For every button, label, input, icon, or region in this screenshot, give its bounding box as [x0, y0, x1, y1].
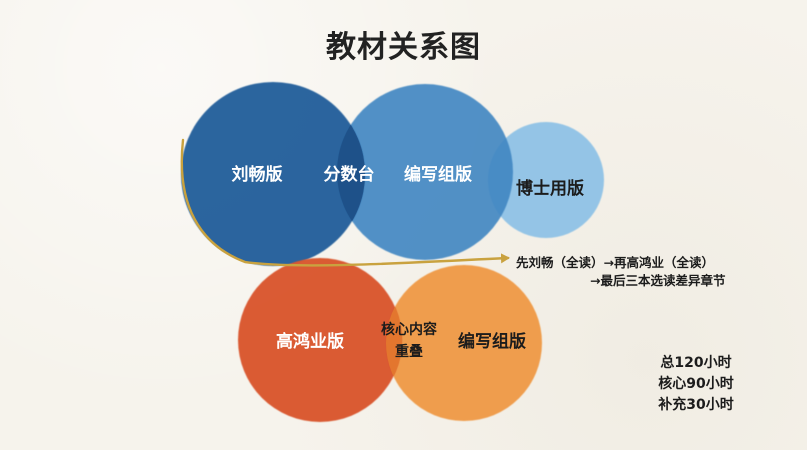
circle-liu [181, 82, 365, 266]
label-overlap-top: 分数台 [324, 164, 375, 185]
hours-summary: 总120小时 核心90小时 补充30小时 [650, 353, 742, 416]
diagram-title: 教材关系图 [326, 30, 481, 65]
label-overlap-bottom-line1: 核心内容 [381, 321, 437, 338]
hours-total: 总120小时 [660, 355, 732, 371]
label-bianxie-bottom: 编写组版 [458, 331, 526, 352]
label-liu: 刘畅版 [232, 164, 283, 185]
reading-path-arrow [180, 138, 510, 267]
label-bianxie-top: 编写组版 [404, 164, 472, 185]
circle-bianxie-top [337, 84, 513, 260]
label-boshi: 博士用版 [516, 178, 584, 199]
label-gao: 高鸿业版 [276, 331, 344, 352]
circle-bianxie-bottom [386, 265, 542, 421]
hours-supplement: 补充30小时 [658, 397, 734, 413]
label-overlap-bottom-line2: 重叠 [395, 343, 423, 360]
hours-core: 核心90小时 [658, 376, 734, 392]
reading-order-line2: →最后三本选读差异章节 [590, 273, 726, 288]
circle-boshi [488, 122, 604, 238]
circle-gao [238, 258, 402, 422]
reading-order-line1: 先刘畅（全读）→再高鸿业（全读） [516, 255, 714, 270]
